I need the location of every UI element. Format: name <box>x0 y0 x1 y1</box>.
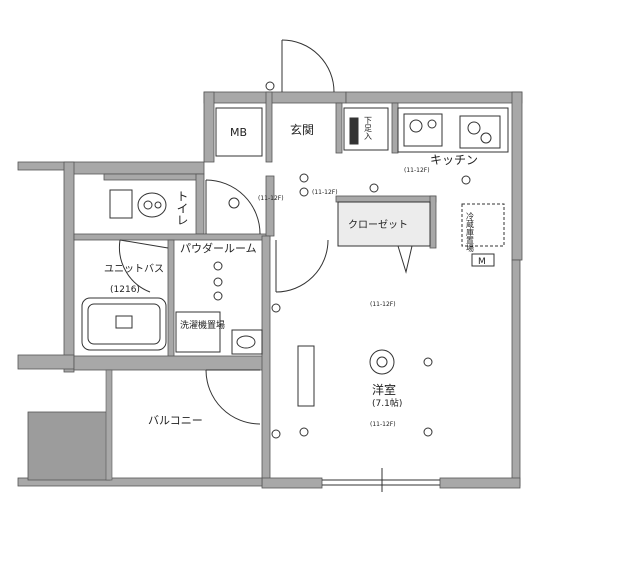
room-toilet-label: トイレ <box>175 190 189 226</box>
room-mb-label: MB <box>230 126 247 139</box>
meter-label: M <box>478 257 486 267</box>
room-kitchen-label: キッチン <box>430 153 478 167</box>
ceiling-note-e: (11-12F) <box>370 421 396 428</box>
ceiling-note-d: (11-12F) <box>370 301 396 308</box>
closet <box>337 201 431 247</box>
labels: MB 玄関 下足入 キッチン トイレ クローゼット 冷蔵庫置場 パウダールーム … <box>104 116 495 428</box>
western-size-label: (7.1帖) <box>372 397 402 409</box>
fridge-area <box>461 203 505 247</box>
ceiling-note-a: (11-12F) <box>312 189 338 196</box>
room-balcony-label: バルコニー <box>148 414 203 427</box>
fridge-label: 冷蔵庫置場 <box>466 211 475 253</box>
shoe-storage-label: 下足入 <box>364 116 373 140</box>
fixtures <box>81 81 509 439</box>
ceiling-note-c: (11-12F) <box>258 195 284 202</box>
bath-size-label: (1216) <box>110 285 140 295</box>
windows <box>322 468 440 492</box>
room-bath-label: ユニットバス <box>104 263 164 275</box>
room-entrance-label: 玄関 <box>290 122 314 137</box>
washer-label: 洗濯機置場 <box>180 319 225 331</box>
doors <box>118 39 413 425</box>
room-western-label: 洋室 <box>372 382 396 397</box>
balcony-block <box>27 411 111 481</box>
room-powder-label: パウダールーム <box>180 241 257 255</box>
ceiling-note-b: (11-12F) <box>404 167 430 174</box>
walls <box>17 91 523 489</box>
closet-label: クローゼット <box>348 219 408 231</box>
